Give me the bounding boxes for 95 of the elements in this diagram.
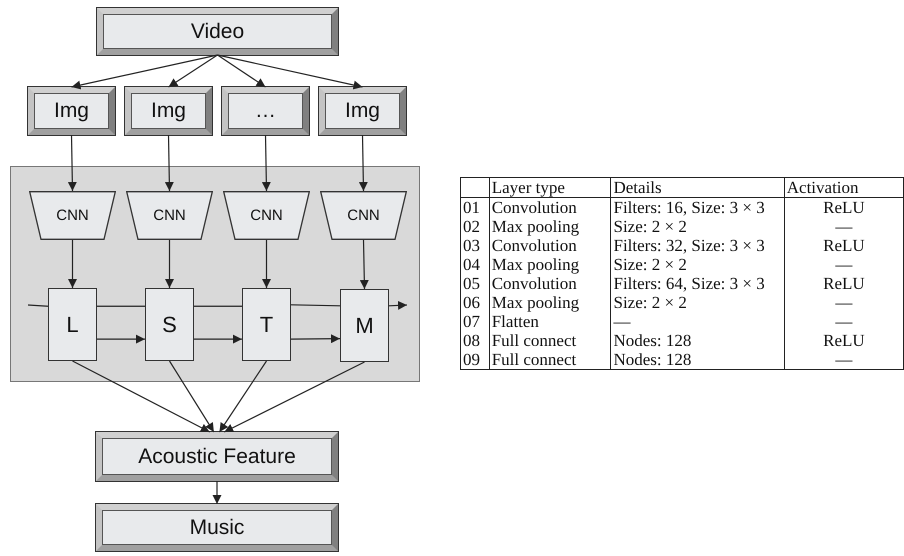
cnn-trapezoid xyxy=(29,191,116,240)
table-cell-text: 06 xyxy=(463,293,480,312)
table-cell-text: Filters: 32, Size: 3 × 3 xyxy=(613,236,765,255)
table-cell-text: — xyxy=(835,217,852,236)
frame-box xyxy=(28,87,115,135)
arrow xyxy=(168,54,218,88)
node-label: CNN xyxy=(153,207,186,224)
arrow xyxy=(68,240,77,288)
table-cell-text: 09 xyxy=(463,350,480,369)
table-cell-text: 08 xyxy=(463,331,480,350)
arrow xyxy=(262,134,271,192)
input-box xyxy=(97,8,338,55)
feature-box xyxy=(96,432,338,481)
arrow xyxy=(360,240,369,290)
arrow xyxy=(212,481,222,504)
table-cell-text: 05 xyxy=(463,274,480,293)
table-cell-text: Flatten xyxy=(492,312,539,331)
arrow xyxy=(224,361,365,433)
arrow xyxy=(71,54,218,90)
frame-box xyxy=(125,87,212,135)
connector-line xyxy=(194,306,242,307)
node-label: CNN xyxy=(250,207,283,224)
table-cell-text: — xyxy=(835,350,852,369)
frame-box xyxy=(319,87,406,135)
table-cell-text: — xyxy=(835,293,852,312)
arrow xyxy=(388,300,408,310)
arrow xyxy=(217,54,363,90)
node-label: … xyxy=(255,99,276,123)
arrow xyxy=(165,240,174,288)
table-cell-text: Filters: 16, Size: 3 × 3 xyxy=(613,198,765,217)
table-cell-text: — xyxy=(613,312,630,331)
output-box xyxy=(96,504,338,551)
table-cell-text: Layer type xyxy=(492,178,565,197)
arrow xyxy=(169,360,214,432)
node-label: Acoustic Feature xyxy=(138,444,296,468)
table-cell-text: Size: 2 × 2 xyxy=(613,217,687,236)
lstm-cell xyxy=(145,288,194,361)
table-cell-text: Max pooling xyxy=(492,217,580,236)
table-cell-text: ReLU xyxy=(823,274,865,293)
arrow xyxy=(194,334,242,344)
node-label: Img xyxy=(150,99,186,123)
cnn-trapezoid xyxy=(126,191,213,240)
arrow xyxy=(218,360,267,432)
table-cell-text: Details xyxy=(613,178,662,197)
table-cell-text: Max pooling xyxy=(492,293,580,312)
network-panel xyxy=(10,166,420,382)
node-label: Video xyxy=(190,20,244,44)
table-cell-text: 07 xyxy=(463,312,480,331)
lstm-cell xyxy=(340,289,389,362)
table-cell-text: 04 xyxy=(463,255,480,274)
connector-line xyxy=(28,304,48,307)
table-cell-text: Activation xyxy=(786,178,859,197)
arrow xyxy=(358,134,368,192)
table-cell-text: ReLU xyxy=(823,236,865,255)
table-cell-text: Nodes: 128 xyxy=(613,350,692,369)
cnn-trapezoid xyxy=(223,191,310,240)
table-cell-text: Size: 2 × 2 xyxy=(613,255,687,274)
arrow xyxy=(97,334,145,344)
node-label: T xyxy=(260,312,274,338)
cnn-trapezoid xyxy=(320,191,407,240)
table-cell-text: Max pooling xyxy=(492,255,580,274)
table-cell-text: 02 xyxy=(463,217,480,236)
table-cell-text: — xyxy=(835,312,852,331)
node-label: L xyxy=(66,312,79,338)
lstm-cell xyxy=(48,288,97,361)
arrow xyxy=(68,134,77,192)
node-label: Img xyxy=(344,99,380,123)
table-cell-text: Full connect xyxy=(492,331,576,350)
table-cell-text: 03 xyxy=(463,236,480,255)
table-cell-text: Convolution xyxy=(492,198,577,217)
node-label: M xyxy=(355,312,374,338)
table-cell-text: Nodes: 128 xyxy=(613,331,692,350)
node-label: S xyxy=(162,312,177,338)
arrow xyxy=(217,54,266,88)
connector-line xyxy=(97,306,145,307)
table-cell-text: Full connect xyxy=(492,350,576,369)
node-label: CNN xyxy=(56,207,89,224)
table-cell-text: Convolution xyxy=(492,236,577,255)
table-cell-text: Convolution xyxy=(492,274,577,293)
lstm-cell xyxy=(242,288,291,361)
arrow xyxy=(262,240,271,288)
table-cell-text: Filters: 64, Size: 3 × 3 xyxy=(613,274,765,293)
node-label: Music xyxy=(190,516,244,540)
table-cell-text: ReLU xyxy=(823,198,865,217)
table-cell-text: 01 xyxy=(463,198,480,217)
arrow xyxy=(72,360,210,433)
arrow xyxy=(164,134,174,192)
table-cell-text: Size: 2 × 2 xyxy=(613,293,687,312)
table-cell-text: ReLU xyxy=(823,331,865,350)
node-label: Img xyxy=(54,99,89,123)
arrow xyxy=(291,334,340,344)
connector-line xyxy=(290,304,340,306)
node-label: CNN xyxy=(347,207,380,224)
frame-box xyxy=(222,87,309,135)
table-cell-text: — xyxy=(835,255,852,274)
